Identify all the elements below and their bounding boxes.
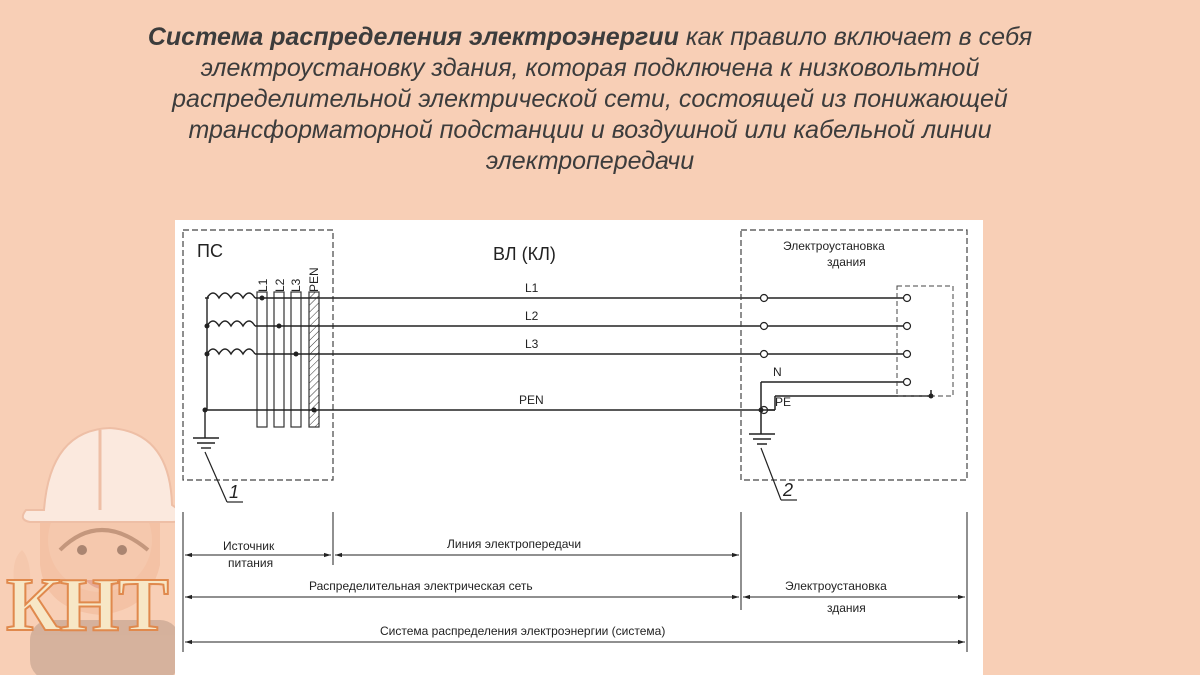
- bus-label-pen: PEN: [307, 267, 321, 292]
- dim-source-2: питания: [228, 556, 273, 570]
- building-title-1: Электроустановка: [783, 239, 885, 253]
- dim-system: Система распределения электроэнергии (си…: [380, 624, 665, 638]
- bus-label-l1: L1: [256, 278, 270, 292]
- bus-bar-l1: [256, 291, 268, 428]
- bus-bar-l3: [290, 291, 302, 428]
- heading-bold-term: Система распределения электроэнергии: [147, 23, 679, 51]
- line-conductors: [205, 297, 761, 411]
- transformer-windings: [193, 292, 256, 449]
- line-label-l3: L3: [525, 337, 539, 351]
- dim-install-1: Электроустановка: [785, 579, 887, 593]
- slide-heading: Система распределения электроэнергии как…: [100, 22, 1080, 177]
- bus-bar-l2: [273, 291, 285, 428]
- ground-label-2: 2: [782, 480, 793, 500]
- line-label-l2: L2: [525, 309, 539, 323]
- line-label-pen: PEN: [519, 393, 544, 407]
- substation-label: ПС: [197, 241, 223, 261]
- n-label: N: [773, 365, 782, 379]
- bus-label-l2: L2: [273, 278, 287, 292]
- logo-knt: КНТ: [5, 563, 170, 647]
- bus-label-l3: L3: [289, 278, 303, 292]
- line-label-l1: L1: [525, 281, 539, 295]
- dim-network: Распределительная электрическая сеть: [309, 579, 533, 593]
- heading-text: как правило включает в себя электроустан…: [172, 23, 1033, 175]
- building-box: [740, 229, 968, 481]
- power-distribution-diagram: ПС L1 L2 L3 PEN: [182, 229, 968, 652]
- dim-install-2: здания: [827, 601, 866, 615]
- substation-box: [182, 229, 334, 481]
- consumer-box: [896, 285, 954, 397]
- building-title-2: здания: [827, 255, 866, 269]
- bus-bar-pen: [308, 291, 320, 428]
- dim-line: Линия электропередачи: [447, 537, 581, 551]
- dim-source-1: Источник: [223, 539, 275, 553]
- pe-label: PE: [775, 395, 791, 409]
- line-title: ВЛ (КЛ): [493, 244, 556, 264]
- ground-label-1: 1: [229, 482, 239, 502]
- diagram-panel: ПС L1 L2 L3 PEN: [175, 220, 983, 675]
- worker-mascot-icon: [13, 426, 184, 675]
